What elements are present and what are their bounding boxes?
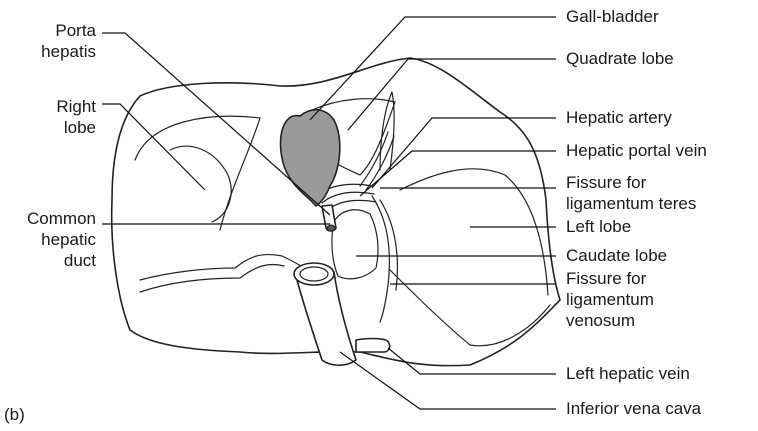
ivc-opening-inner <box>300 267 328 281</box>
label-porta-hepatis: Porta hepatis <box>41 20 96 62</box>
label-quadrate-lobe: Quadrate lobe <box>566 48 674 69</box>
label-inferior-vena-cava: Inferior vena cava <box>566 398 701 419</box>
label-left-lobe: Left lobe <box>566 216 631 237</box>
label-caudate-lobe: Caudate lobe <box>566 245 667 266</box>
duct-opening <box>327 225 335 231</box>
label-left-hepatic-vein: Left hepatic vein <box>566 363 690 384</box>
panel-label: (b) <box>4 404 25 425</box>
label-common-hepatic-duct: Common hepatic duct <box>27 208 96 271</box>
left-hepatic-vein-stub <box>356 339 390 353</box>
label-hepatic-portal-vein: Hepatic portal vein <box>566 140 707 161</box>
label-gall-bladder: Gall-bladder <box>566 6 659 27</box>
label-fissure-lig-venosum: Fissure for ligamentum venosum <box>566 268 654 331</box>
label-hepatic-artery: Hepatic artery <box>566 107 672 128</box>
label-fissure-lig-teres: Fissure for ligamentum teres <box>566 172 696 214</box>
label-right-lobe: Right lobe <box>56 96 96 138</box>
